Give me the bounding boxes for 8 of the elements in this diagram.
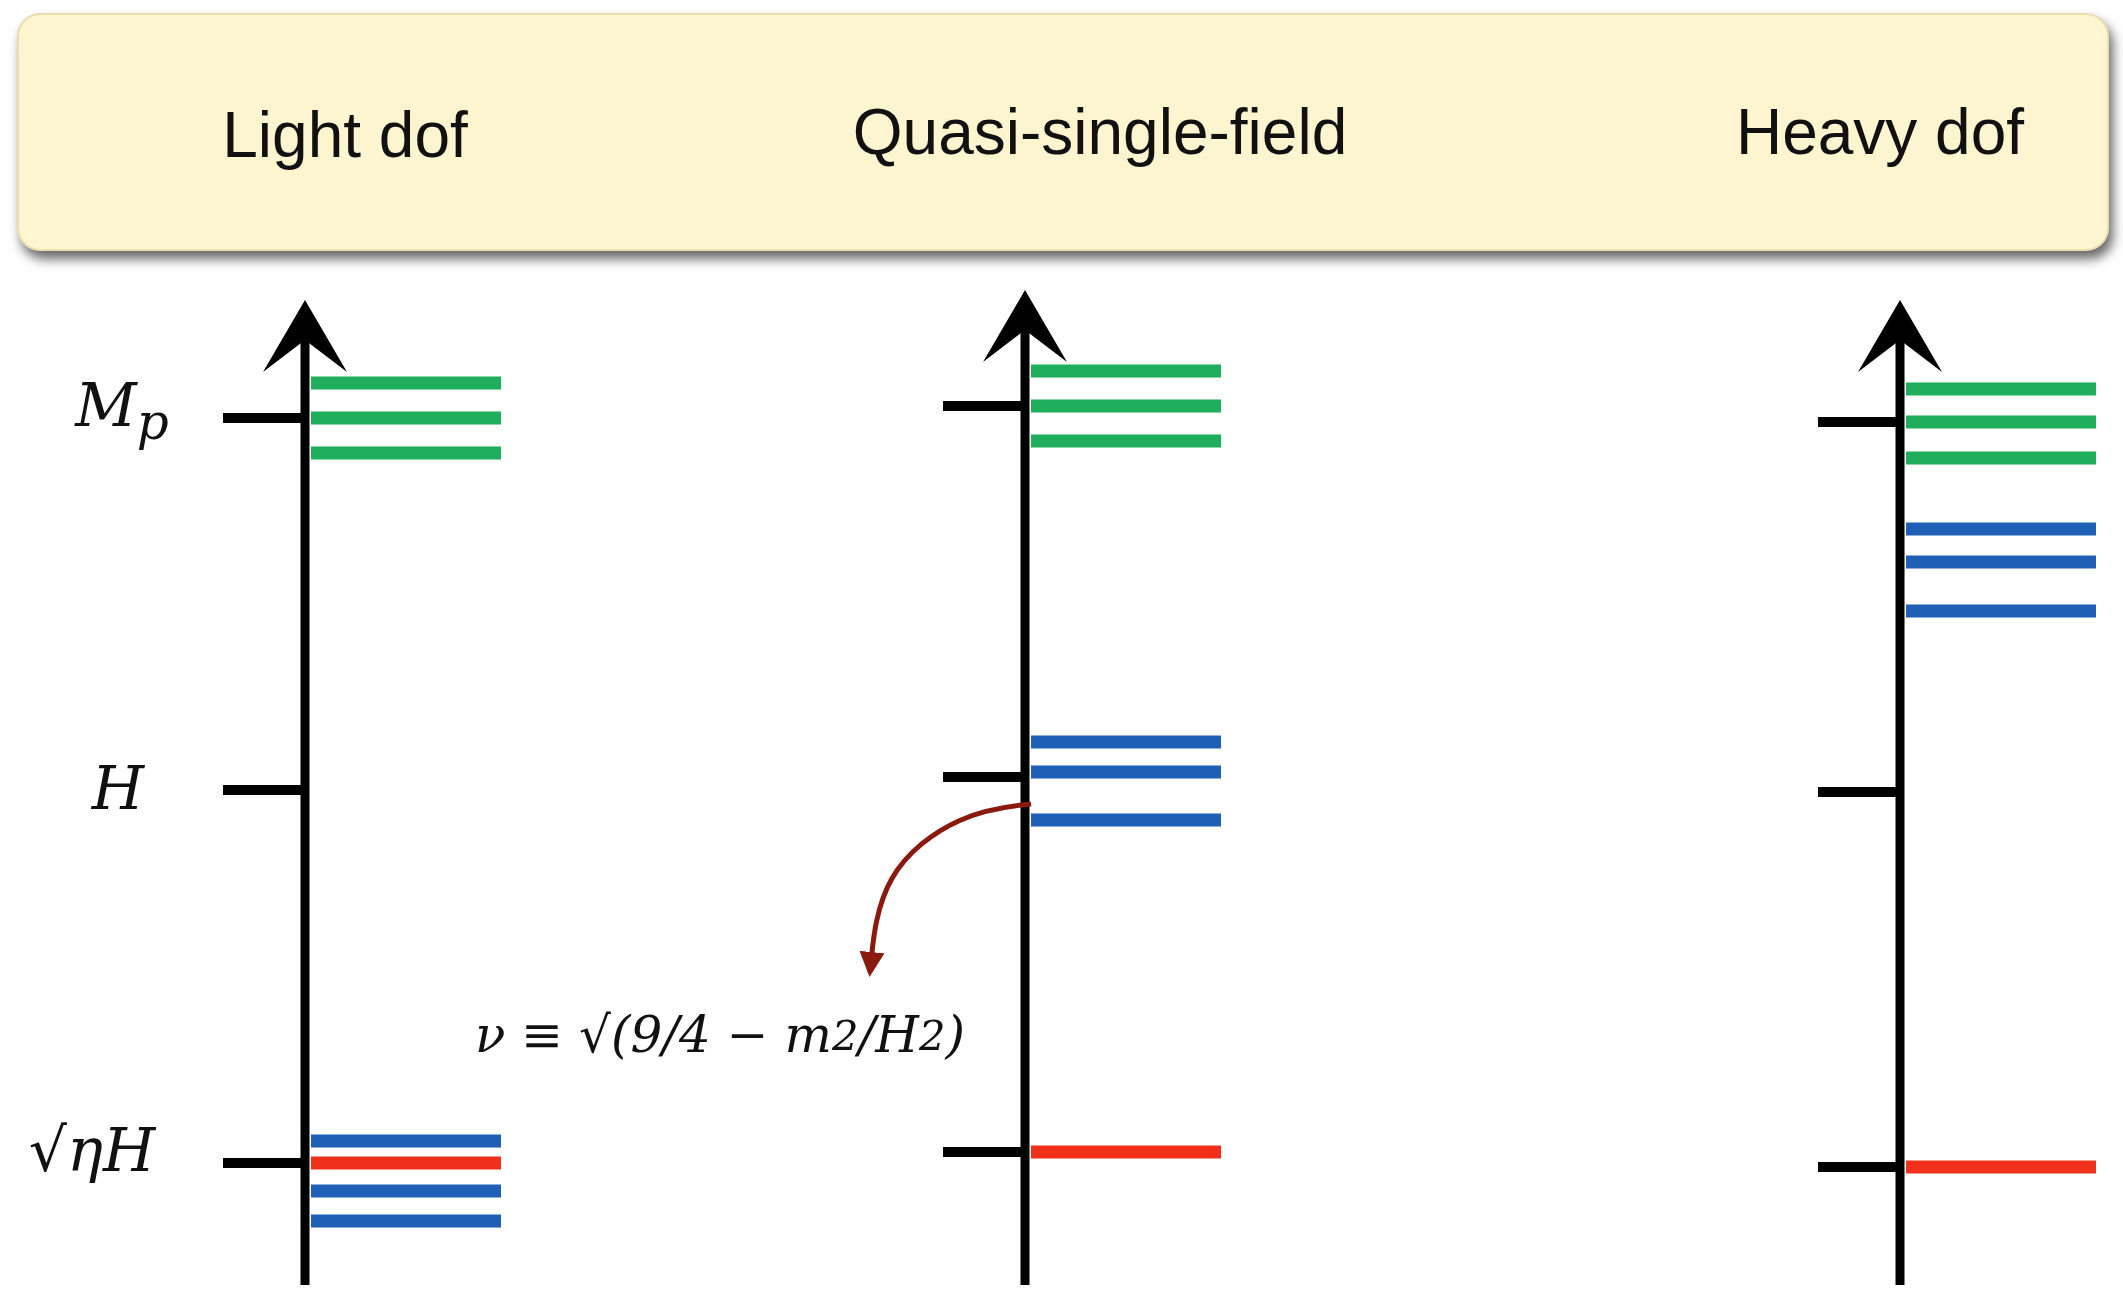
scale-label: √ηH (28, 1115, 156, 1185)
scale-label: H (91, 753, 145, 823)
curved-arrow (859, 801, 1032, 977)
energy-level-group (1031, 735, 1221, 827)
column-heading: Light dof (222, 98, 468, 172)
column-heading: Heavy dof (1735, 95, 2025, 169)
column-heading: Quasi-single-field (852, 95, 1348, 169)
scale-label: M$_{p}$ (75, 369, 169, 451)
